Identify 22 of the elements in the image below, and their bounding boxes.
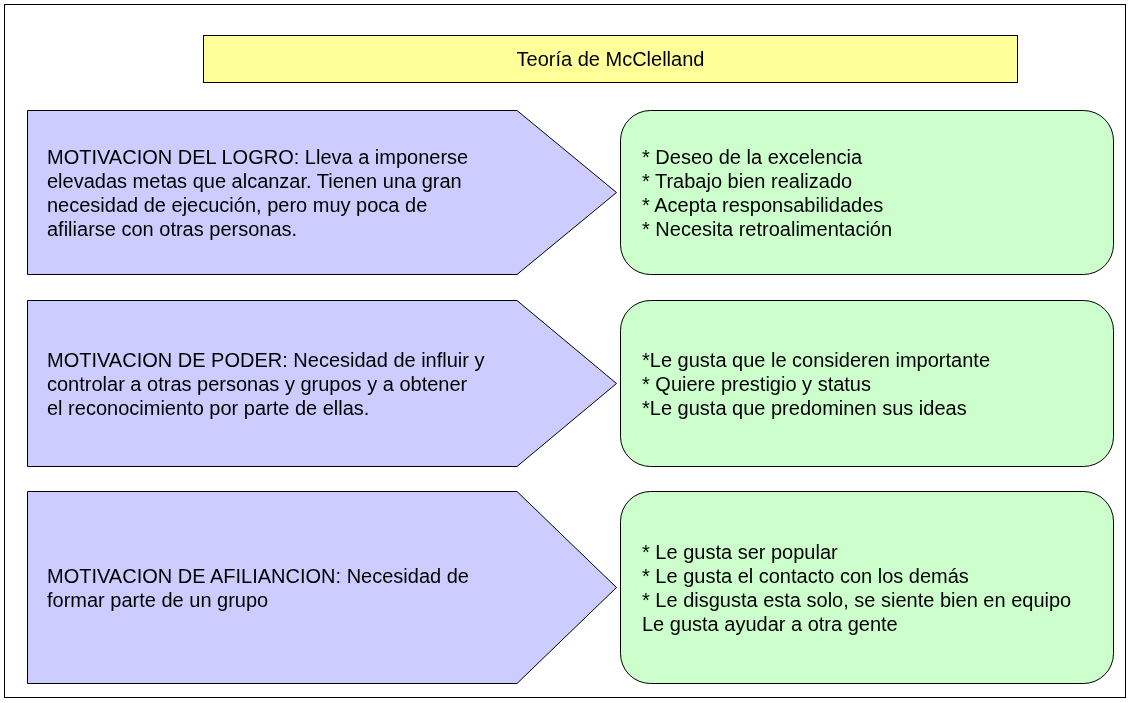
pentagon-box: [27, 110, 617, 275]
description-text: MOTIVACION DE PODER: Necesidad de influir y controlar a otras personas y grupos y a obtener el reconocimiento por parte de ellas.: [47, 347, 486, 420]
pentagon-box: [27, 300, 617, 467]
rounded-box: [620, 110, 1114, 275]
bullet-text: * Trabajo bien realizado: [642, 168, 854, 193]
bullet-text: Le gusta ayudar a otra gente: [642, 611, 899, 636]
description-text: MOTIVACION DEL LOGRO: Lleva a imponerse elevadas metas que alcanzar. Tienen una gran necesidad de ejecución, pero muy poca de afiliarse con otras personas.: [47, 144, 470, 241]
bullet-text: * Le disgusta esta solo, se siente bien en equipo: [642, 587, 1073, 612]
pentagon-box: [27, 491, 617, 684]
bullet-text: * Necesita retroalimentación: [642, 216, 894, 241]
bullet-text: * Quiere prestigio y status: [642, 371, 872, 396]
rounded-box: [620, 491, 1114, 684]
bullet-text: * Deseo de la excelencia: [642, 144, 864, 169]
description-text: MOTIVACION DE AFILIANCION: Necesidad de formar parte de un grupo: [47, 563, 470, 612]
title-text: Teoría de McClelland: [516, 47, 705, 71]
bullet-text: *Le gusta que le consideren importante: [642, 347, 991, 372]
bullet-text: *Le gusta que predominen sus ideas: [642, 395, 968, 420]
bullet-text: * Le gusta ser popular: [642, 539, 839, 564]
rounded-box: [620, 300, 1114, 467]
title-box: [203, 35, 1018, 83]
bullet-text: * Acepta responsabilidades: [642, 192, 885, 217]
bullet-text: * Le gusta el contacto con los demás: [642, 563, 970, 588]
